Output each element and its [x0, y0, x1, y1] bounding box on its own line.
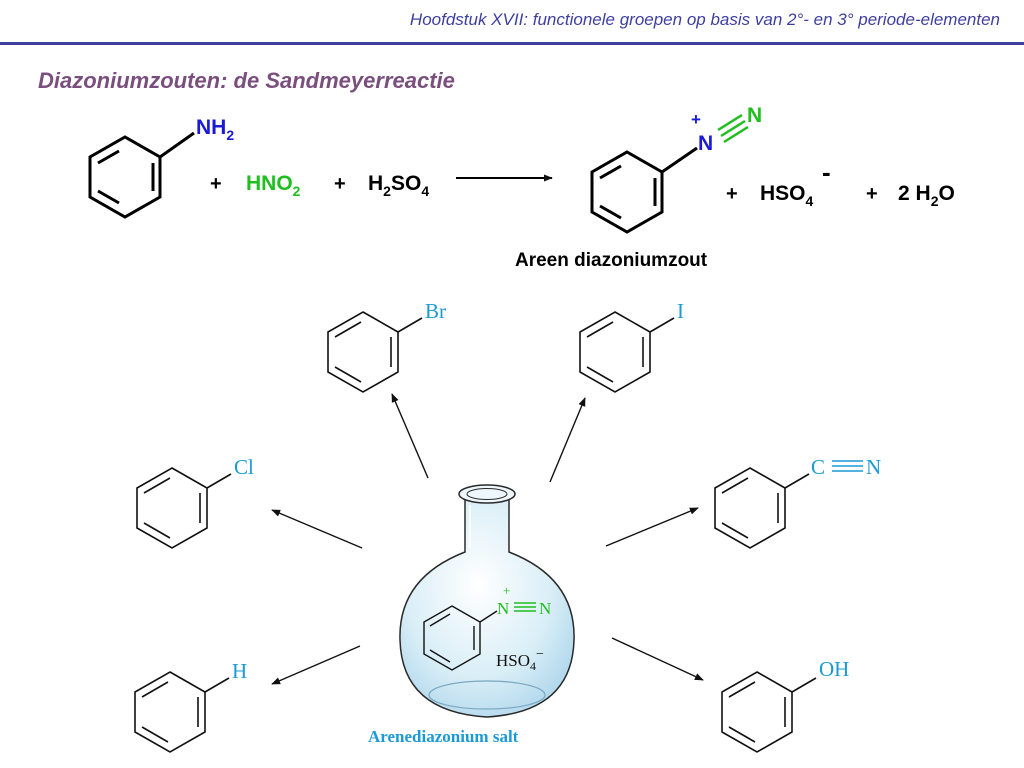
flask	[399, 484, 575, 718]
diazonium-charge: +	[691, 110, 701, 129]
arrow-to-bromobenzene	[391, 393, 429, 479]
hydrogen-label: H	[232, 659, 247, 683]
chlorobenzene	[136, 467, 232, 549]
plus-sign-1: +	[210, 173, 222, 195]
cyano-triple-bond	[832, 460, 863, 472]
flask-label: Arenediazonium salt	[368, 727, 519, 746]
plus-sign-4: +	[866, 183, 878, 205]
nitrous-acid: HNO2	[246, 172, 301, 199]
arrow-to-phenol	[611, 637, 704, 681]
iodine-label: I	[677, 299, 684, 323]
benzene	[134, 671, 230, 753]
cyano-nitrogen-label: N	[866, 455, 881, 479]
flask-counterion: HSO4−	[496, 647, 544, 673]
hydroxyl-label: OH	[819, 657, 849, 681]
diazonium-molecule	[590, 146, 698, 234]
plus-sign-3: +	[726, 183, 738, 205]
cyano-carbon-label: C	[811, 455, 825, 479]
product-label: Areen diazoniumzout	[515, 250, 708, 271]
flask-benzene-ring	[423, 605, 498, 671]
arrow-to-benzonitrile	[605, 507, 699, 547]
iodobenzene	[579, 311, 675, 393]
flask-triple-bond	[514, 602, 536, 612]
plus-sign-2: +	[334, 173, 346, 195]
diazonium-n1: N	[698, 132, 713, 155]
arrow-to-benzene	[271, 645, 361, 685]
amine-group: NH2	[196, 116, 234, 143]
bromine-label: Br	[425, 299, 446, 323]
triple-bond	[717, 113, 749, 144]
diazonium-n2: N	[747, 104, 762, 127]
benzonitrile	[714, 467, 810, 549]
flask-diazonium-charge: +	[503, 583, 510, 598]
bromobenzene	[327, 311, 423, 393]
aniline-molecule	[88, 131, 195, 219]
water: 2 H2O	[898, 182, 955, 209]
arrow-to-iodobenzene	[549, 397, 586, 483]
flask-diazonium-n2: N	[539, 599, 551, 618]
sulfuric-acid: H2SO4	[368, 172, 429, 199]
bisulfate-charge: -	[822, 157, 831, 187]
header-rule	[0, 42, 1024, 45]
bisulfate-ion: HSO4	[760, 182, 814, 209]
slide-header: Hoofdstuk XVII: functionele groepen op b…	[409, 10, 1000, 29]
arrow-to-chlorobenzene	[271, 509, 363, 549]
phenol	[721, 671, 817, 753]
section-title: Diazoniumzouten: de Sandmeyerreactie	[38, 68, 455, 93]
chlorine-label: Cl	[234, 455, 254, 479]
flask-diazonium-n1: N	[497, 599, 509, 618]
